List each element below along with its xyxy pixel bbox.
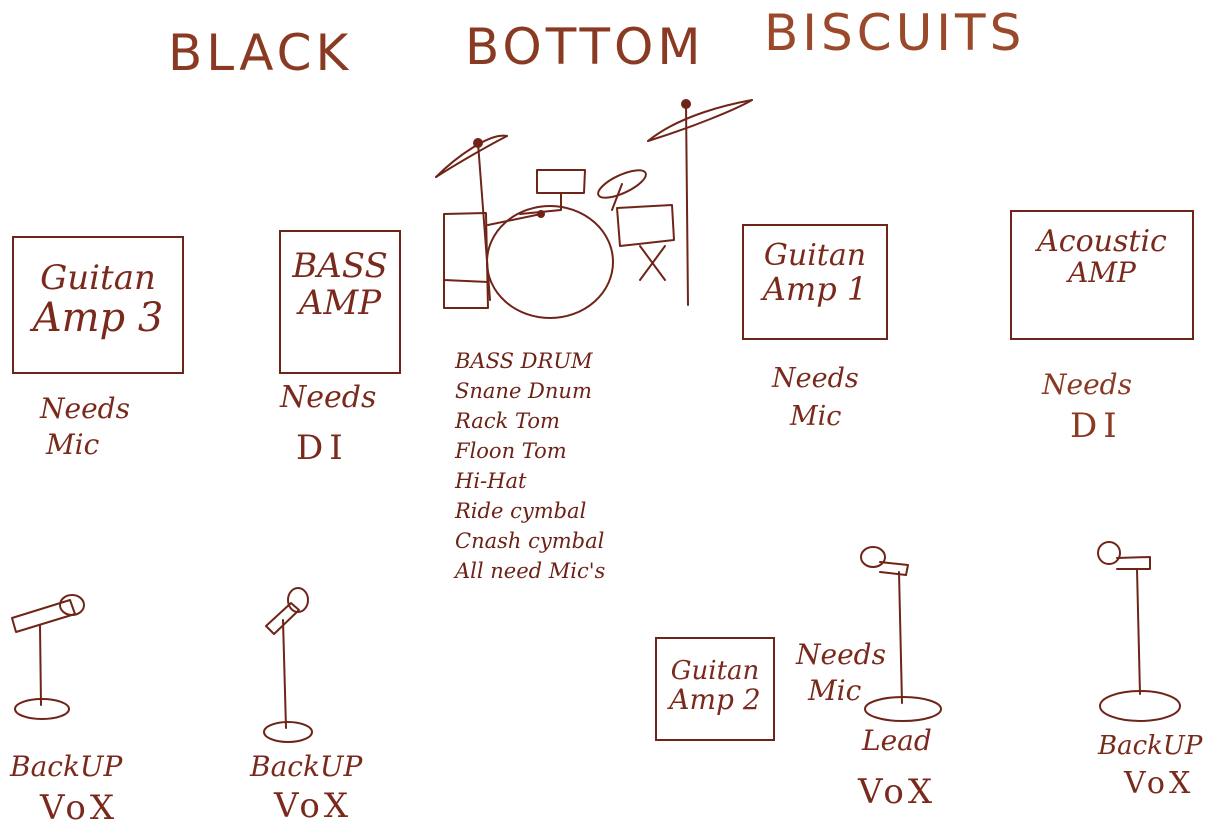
bass-amp-box: BASS AMP xyxy=(279,230,401,374)
ride-cymbal-icon xyxy=(647,99,753,142)
drum-kit-item: BASS DRUM xyxy=(455,349,593,373)
guitar-amp-3-note2: Mic xyxy=(46,428,100,461)
drum-kit-item: Floon Tom xyxy=(455,439,567,463)
title-word-biscuits: BISCUITS xyxy=(764,4,1026,62)
drum-kit-item: Snane Dnum xyxy=(455,379,592,403)
drum-kit-item: Hi-Hat xyxy=(455,469,527,493)
guitar-amp-2-note2: Mic xyxy=(808,674,862,707)
guitar-amp-2-line1: Guitan xyxy=(670,656,760,686)
bass-amp-note1: Needs xyxy=(280,380,377,415)
acoustic-amp-note2: DI xyxy=(1070,406,1123,446)
mic-stand-icon-backup-right xyxy=(1097,541,1181,722)
drum-kit-list: BASS DRUM Snane Dnum Rack Tom Floon Tom … xyxy=(455,346,605,586)
backup-vox-1-line2: VoX xyxy=(40,788,119,828)
guitar-amp-3-note1: Needs xyxy=(40,392,130,425)
title-word-bottom: BOTTOM xyxy=(465,18,705,76)
bass-amp-line2: AMP xyxy=(298,282,382,323)
guitar-amp-2-box: Guitan Amp 2 xyxy=(655,637,775,741)
title-word-black: BLACK xyxy=(168,24,353,82)
mic-stand-icon-backup-2 xyxy=(263,587,313,743)
backup-vox-2-line2: VoX xyxy=(274,786,353,826)
guitar-amp-2-line2: Amp 2 xyxy=(669,683,761,717)
drum-kit-icon xyxy=(435,99,753,319)
backup-vox-1-line1: BackUP xyxy=(10,750,123,783)
guitar-amp-2-note1: Needs xyxy=(796,638,886,671)
guitar-amp-3-box: Guitan Amp 3 xyxy=(12,236,184,374)
drum-kit-item: Cnash cymbal xyxy=(455,529,605,553)
guitar-amp-1-line1: Guitan xyxy=(763,238,867,273)
bass-amp-note2: DI xyxy=(296,428,349,468)
hi-hat-icon xyxy=(435,134,508,178)
drum-kit-item: Rack Tom xyxy=(455,409,560,433)
acoustic-amp-line2: AMP xyxy=(1068,256,1136,290)
backup-vox-right-line2: VoX xyxy=(1124,766,1195,801)
guitar-amp-3-line2: Amp 3 xyxy=(32,294,164,341)
mic-stand-icon-backup-1 xyxy=(11,594,85,720)
backup-vox-2-line1: BackUP xyxy=(250,750,363,783)
drum-kit-item: Ride cymbal xyxy=(455,499,587,523)
snare-drum-icon xyxy=(616,204,675,247)
acoustic-amp-box: Acoustic AMP xyxy=(1010,210,1194,340)
guitar-amp-1-box: Guitan Amp 1 xyxy=(742,224,888,340)
mic-stand-icon-lead xyxy=(860,546,942,722)
guitar-amp-1-line2: Amp 1 xyxy=(762,270,868,309)
acoustic-amp-note1: Needs xyxy=(1042,368,1132,401)
floor-tom-icon xyxy=(443,212,489,309)
bass-drum-icon xyxy=(486,205,614,319)
lead-vox-line1: Lead xyxy=(862,724,932,757)
guitar-amp-1-note2: Mic xyxy=(790,401,842,432)
bass-amp-line1: BASS xyxy=(292,246,388,286)
backup-vox-right-line1: BackUP xyxy=(1098,731,1203,761)
acoustic-amp-line1: Acoustic xyxy=(1037,224,1167,259)
rack-tom-icon xyxy=(536,169,586,194)
guitar-amp-1-note1: Needs xyxy=(772,363,859,394)
guitar-amp-3-line1: Guitan xyxy=(40,258,156,298)
lead-vox-line2: VoX xyxy=(858,772,937,812)
drum-kit-item: All need Mic's xyxy=(455,559,606,583)
